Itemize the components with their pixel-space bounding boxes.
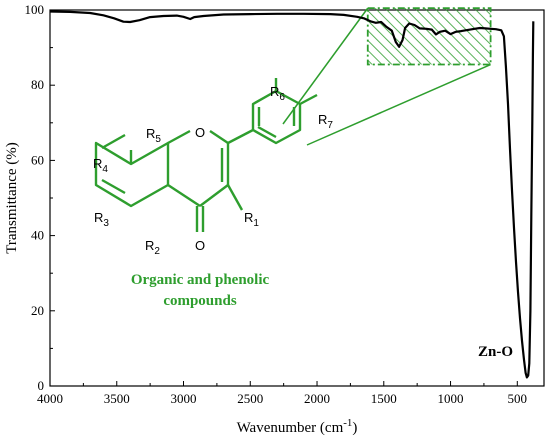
compound-label-line2: compounds xyxy=(163,293,237,309)
r1-label: R1 xyxy=(244,210,259,229)
bond xyxy=(199,184,229,207)
x-tick-label: 3000 xyxy=(171,391,197,406)
y-tick-label: 0 xyxy=(38,378,45,393)
bond xyxy=(257,125,277,139)
x-axis-ticks: 4000 3500 3000 2500 2000 1500 1000 500 xyxy=(37,381,527,406)
bond xyxy=(227,128,254,145)
y-tick-label: 20 xyxy=(31,303,44,318)
x-tick-label: 3500 xyxy=(104,391,130,406)
flavonoid-structure xyxy=(94,78,318,232)
r2-label: R2 xyxy=(145,238,160,257)
spectrum-line xyxy=(49,10,535,379)
r4-label: R4 xyxy=(93,156,108,175)
r5-label: R5 xyxy=(146,126,161,145)
bond xyxy=(167,183,201,208)
x-tick-label: 2500 xyxy=(237,391,263,406)
y-tick-label: 40 xyxy=(31,228,44,243)
x-axis-title: Wavenumber (cm-1) xyxy=(237,417,358,436)
y-tick-label: 100 xyxy=(25,2,45,17)
x-tick-label: 1500 xyxy=(371,391,397,406)
bond xyxy=(101,133,126,150)
bond xyxy=(299,93,318,106)
y-axis-title: Transmittance (%) xyxy=(4,142,20,254)
y-tick-label: 60 xyxy=(31,152,44,167)
r6-label: R6 xyxy=(270,84,285,103)
x-tick-label: 2000 xyxy=(304,391,330,406)
plot-frame xyxy=(49,9,545,387)
bond xyxy=(209,130,229,144)
y-axis-ticks: 0 20 40 60 80 100 xyxy=(25,2,55,393)
r7-label: R7 xyxy=(318,112,333,131)
bond xyxy=(101,178,126,195)
callout-line-lower xyxy=(306,63,491,146)
bond xyxy=(167,129,191,145)
r3-label: R3 xyxy=(94,210,109,229)
highlight-region xyxy=(366,7,492,66)
x-tick-label: 1000 xyxy=(438,391,464,406)
ring-oxygen-label: O xyxy=(195,125,205,140)
zno-label: Zn-O xyxy=(478,344,513,360)
y-tick-label: 80 xyxy=(31,77,44,92)
x-tick-label: 4000 xyxy=(37,391,63,406)
x-tick-label: 500 xyxy=(508,391,528,406)
carbonyl-oxygen-label: O xyxy=(195,238,205,253)
callout-line-upper xyxy=(282,7,369,125)
bond xyxy=(226,184,244,211)
compound-label-line1: Organic and phenolic xyxy=(131,272,270,288)
